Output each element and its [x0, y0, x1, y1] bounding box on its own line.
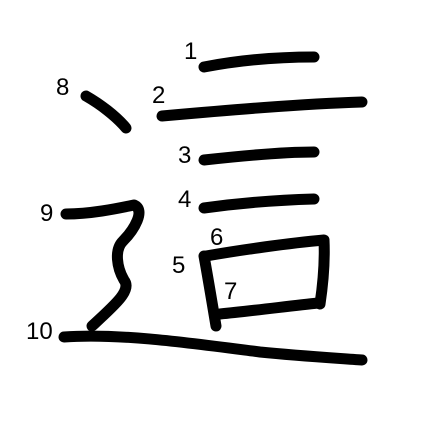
stroke-number-1: 1: [184, 38, 198, 65]
stroke-number-10: 10: [26, 318, 53, 345]
stroke-number-5: 5: [172, 252, 186, 279]
stroke-number-9: 9: [40, 200, 54, 227]
stroke-4: [198, 193, 320, 214]
stroke-number-2: 2: [152, 82, 166, 109]
stroke-1: [198, 51, 320, 73]
stroke-number-8: 8: [56, 74, 70, 101]
stroke-8: [80, 90, 132, 134]
stroke-10: [58, 330, 368, 366]
stroke-number-3: 3: [178, 142, 192, 169]
stroke-number-7: 7: [224, 278, 238, 305]
stroke-9: [60, 199, 145, 332]
stroke-7: [214, 297, 324, 320]
stroke-3: [198, 146, 320, 166]
stroke-6: [200, 234, 330, 310]
stroke-number-6: 6: [210, 224, 224, 251]
stroke-5: [198, 250, 222, 332]
stroke-2: [156, 96, 368, 122]
stroke-number-4: 4: [178, 186, 192, 213]
